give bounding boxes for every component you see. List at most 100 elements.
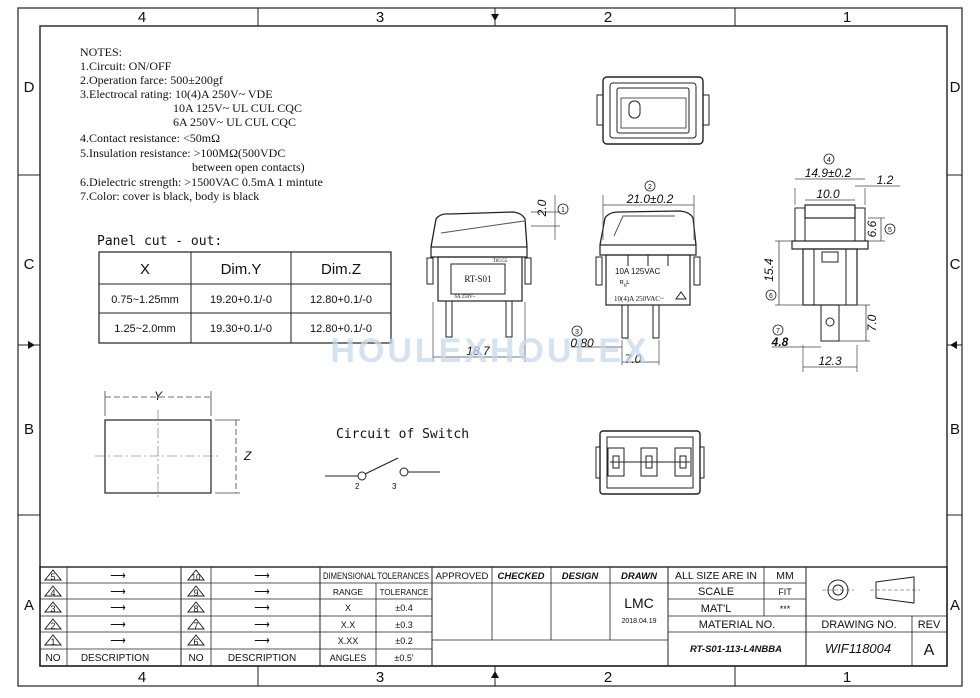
circuit-diagram: Circuit of Switch 2 3 xyxy=(325,427,469,491)
dim-1-2: 1.2 xyxy=(877,173,894,187)
panel-cutout: Panel cut - out: X Dim.Y Dim.Z 0.75~1.25… xyxy=(97,234,392,344)
zone-col-1-bottom: 1 xyxy=(843,669,851,686)
zone-row-b-right: B xyxy=(950,421,960,438)
drawing-no-label: DRAWING NO. xyxy=(821,619,896,631)
callout-1: 1 xyxy=(561,207,565,214)
dim-6-6: 6.6 xyxy=(865,220,879,237)
approval-block: APPROVED CHECKED DESIGN DRAWN LMC 2018.0… xyxy=(436,571,783,655)
tolerance-value: ±0.4 xyxy=(395,603,412,613)
circuit-title: Circuit of Switch xyxy=(336,427,469,442)
tolerance-value: ±0.2 xyxy=(395,636,412,646)
panel-cell: 19.20+0.1/-0 xyxy=(210,294,272,306)
checked-label: CHECKED xyxy=(498,571,545,582)
rev-no: 8 xyxy=(193,604,198,614)
note-line: 6A 250V~ UL CUL CQC xyxy=(173,115,296,129)
notes-heading: NOTES: xyxy=(80,45,122,59)
panel-cell: 0.75~1.25mm xyxy=(111,294,179,306)
rev-col-no: NO xyxy=(46,653,61,664)
scale-value: FIT xyxy=(778,587,792,597)
tolerance-header-range: RANGE xyxy=(333,587,364,597)
tolerance-range: X xyxy=(345,603,351,613)
drawn-date: 2018.04.19 xyxy=(621,618,656,625)
panel-cell: 12.80+0.1/-0 xyxy=(310,323,372,335)
switch-front-view: 10A 125VAC ᴿᵤᴸ 10(4)A 250VAC~ 21.0±0.2 2… xyxy=(570,180,701,366)
callout-4: 4 xyxy=(827,157,831,164)
center-mark-right xyxy=(950,341,957,349)
material-label: MAT'L xyxy=(701,603,732,615)
zone-row-a-left: A xyxy=(24,597,34,614)
zone-col-4-bottom: 4 xyxy=(138,669,146,686)
revision-table-right: 10 9 8 7 6 ⟶ ⟶ ⟶ ⟶ ⟶ NO DESCRIPTION xyxy=(186,569,296,664)
rev-desc-arrow: ⟶ xyxy=(254,619,270,631)
zone-col-1-top: 1 xyxy=(843,9,851,26)
dim-2-0: 2.0 xyxy=(535,199,549,217)
callout-7: 7 xyxy=(776,328,780,335)
dim-21-0: 21.0±0.2 xyxy=(626,192,674,206)
switch-side-view: RT-S01 T85/55 6A 250V~ 18.7 2.0 1 xyxy=(426,195,569,362)
note-line: 10A 125V~ UL CUL CQC xyxy=(173,101,302,115)
cutout-y-label: Y xyxy=(154,389,163,403)
dim-15-4: 15.4 xyxy=(762,258,776,282)
rev-no: 3 xyxy=(50,604,55,614)
center-mark-top xyxy=(491,14,499,21)
size-label: ALL SIZE ARE IN xyxy=(675,570,757,582)
side-view-model: RT-S01 xyxy=(464,274,491,284)
scale-label: SCALE xyxy=(698,586,734,598)
panel-header-z: Dim.Z xyxy=(321,261,361,278)
switch-end-view: 14.9±0.2 4 10.0 1.2 6.6 5 15.4 6 7.0 12.… xyxy=(762,153,900,372)
rev-desc-arrow: ⟶ xyxy=(110,570,126,582)
rev-desc-arrow: ⟶ xyxy=(110,635,126,647)
material-no-label: MATERIAL NO. xyxy=(699,619,775,631)
revision-table-left: 5 4 3 2 1 ⟶ ⟶ ⟶ ⟶ ⟶ NO DESCRIPTION xyxy=(43,569,149,664)
outer-frame xyxy=(17,7,963,687)
zone-row-c-right: C xyxy=(950,256,961,273)
circuit-pin-a: 2 xyxy=(355,482,360,491)
zone-row-c-left: C xyxy=(24,256,35,273)
panel-header-x: X xyxy=(140,261,150,278)
note-line: 4.Contact resistance: <50mΩ xyxy=(80,131,220,145)
zone-row-a-right: A xyxy=(950,597,960,614)
zone-col-3-top: 3 xyxy=(376,9,384,26)
rev-desc-arrow: ⟶ xyxy=(254,586,270,598)
design-label: DESIGN xyxy=(562,571,600,582)
switch-top-view xyxy=(596,76,710,145)
front-bottom-text: 10(4)A 250VAC~ xyxy=(614,295,664,303)
rev-desc-arrow: ⟶ xyxy=(254,635,270,647)
rev-desc-arrow: ⟶ xyxy=(254,570,270,582)
rev-no: 6 xyxy=(193,637,198,647)
panel-header-y: Dim.Y xyxy=(221,261,262,278)
zone-col-2-top: 2 xyxy=(604,9,612,26)
note-line: 5.Insulation resistance: >100MΩ(500VDC xyxy=(80,146,285,160)
note-line: 3.Electrocal rating: 10(4)A 250V~ VDE xyxy=(80,87,273,101)
front-mark: ᴿᵤᴸ xyxy=(620,279,630,288)
tolerance-table: DIMENSIONAL TOLERANCES RANGE TOLERANCE X… xyxy=(323,571,429,663)
material-value: *** xyxy=(780,604,791,614)
rev-no: 7 xyxy=(193,621,198,631)
side-view-tiny-bottom: 6A 250V~ xyxy=(455,295,476,300)
approved-label: APPROVED xyxy=(436,571,489,582)
panel-cell: 1.25~2.0mm xyxy=(114,323,175,335)
drawn-label: DRAWN xyxy=(621,571,658,582)
rev-col-desc: DESCRIPTION xyxy=(228,653,296,664)
dim-4-8: 4.8 xyxy=(771,335,789,349)
rev-col-no: NO xyxy=(189,653,204,664)
rev-no: 10 xyxy=(192,573,201,582)
rev-desc-arrow: ⟶ xyxy=(110,619,126,631)
rev-no: 2 xyxy=(50,621,55,631)
dim-14-9: 14.9±0.2 xyxy=(805,166,852,180)
side-view-tiny-top: T85/55 xyxy=(493,259,508,264)
zone-row-d-right: D xyxy=(950,79,961,96)
cutout-figure: Y Z xyxy=(95,389,252,500)
title-block xyxy=(39,566,948,667)
circuit-pin-b: 3 xyxy=(392,482,397,491)
revision-letter: A xyxy=(924,642,935,659)
cutout-z-label: Z xyxy=(243,449,252,463)
size-unit: MM xyxy=(776,570,794,582)
dim-12-3: 12.3 xyxy=(818,354,842,368)
zone-col-4-top: 4 xyxy=(138,9,146,26)
rev-desc-arrow: ⟶ xyxy=(110,602,126,614)
callout-3: 3 xyxy=(575,329,579,336)
zone-row-b-left: B xyxy=(24,421,34,438)
zone-row-d-left: D xyxy=(24,79,35,96)
tolerance-range: X.X xyxy=(341,620,356,630)
